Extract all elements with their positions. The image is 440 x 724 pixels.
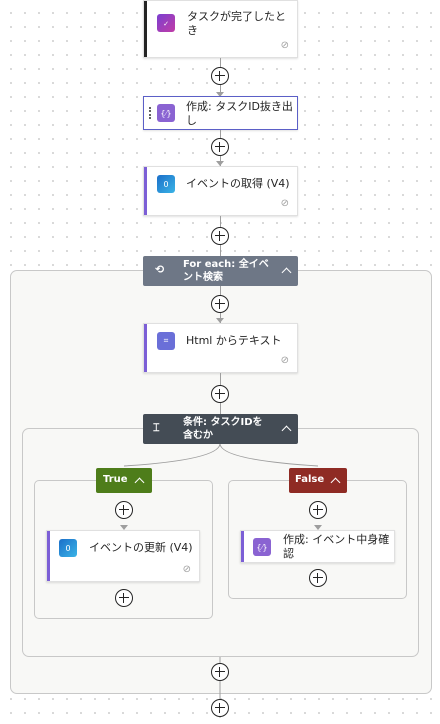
- compose-icon: {⁄}: [157, 104, 175, 122]
- compose-event-card[interactable]: {⁄} 作成: イベント中身確認: [240, 530, 395, 563]
- compose-event-title: 作成: イベント中身確認: [283, 533, 390, 560]
- chevron-up-icon[interactable]: [330, 477, 341, 488]
- trigger-card[interactable]: ✓ タスクが完了したとき ⊘: [143, 0, 298, 58]
- html-to-text-title: Html からテキスト: [186, 334, 282, 347]
- update-event-card[interactable]: O イベントの更新 (V4) ⊘: [46, 530, 200, 582]
- drag-handle-icon[interactable]: [149, 107, 154, 119]
- foreach-title: For each: 全イベント検索: [183, 259, 269, 283]
- add-step-button[interactable]: [211, 295, 229, 313]
- add-step-button[interactable]: [211, 385, 229, 403]
- add-step-button[interactable]: [211, 67, 229, 85]
- link-icon: ⊘: [182, 564, 191, 575]
- card-accent: [144, 324, 147, 372]
- link-icon: ⊘: [280, 355, 289, 366]
- add-step-button[interactable]: [211, 227, 229, 245]
- add-step-button[interactable]: [211, 663, 229, 681]
- planner-icon: ✓: [157, 14, 175, 32]
- get-event-card[interactable]: O イベントの取得 (V4) ⊘: [143, 166, 298, 216]
- add-step-button[interactable]: [211, 699, 229, 717]
- card-accent: [241, 531, 244, 562]
- add-step-button[interactable]: [115, 589, 133, 607]
- foreach-header[interactable]: ⟲ For each: 全イベント検索: [143, 256, 298, 286]
- chevron-up-icon[interactable]: [134, 477, 145, 488]
- update-event-title: イベントの更新 (V4): [89, 541, 193, 554]
- link-icon: ⊘: [280, 198, 289, 209]
- card-accent: [144, 1, 147, 57]
- add-step-button[interactable]: [309, 569, 327, 587]
- add-step-button[interactable]: [211, 138, 229, 156]
- condition-header[interactable]: ⌶ 条件: タスクIDを含むか: [143, 414, 298, 444]
- outlook-icon: O: [157, 175, 175, 193]
- compose-icon: {⁄}: [253, 538, 271, 556]
- true-branch-label: True: [103, 474, 128, 485]
- get-event-title: イベントの取得 (V4): [186, 177, 290, 190]
- compose-task-id-card[interactable]: {⁄} 作成: タスクID抜き出し: [143, 96, 298, 130]
- outlook-icon: O: [59, 539, 77, 557]
- html-icon: ⌗: [157, 332, 175, 350]
- trigger-title: タスクが完了したとき: [187, 10, 286, 37]
- compose-task-id-title: 作成: タスクID抜き出し: [186, 100, 293, 127]
- false-branch-label: False: [295, 474, 325, 485]
- card-accent: [47, 531, 50, 581]
- add-step-button[interactable]: [115, 501, 133, 519]
- html-to-text-card[interactable]: ⌗ Html からテキスト ⊘: [143, 323, 298, 373]
- false-branch-header[interactable]: False: [289, 468, 347, 493]
- condition-icon: ⌶: [153, 421, 160, 434]
- loop-icon: ⟲: [155, 263, 165, 276]
- link-icon: ⊘: [280, 40, 289, 51]
- condition-title: 条件: タスクIDを含むか: [183, 417, 263, 441]
- add-step-button[interactable]: [309, 501, 327, 519]
- card-accent: [144, 167, 147, 215]
- true-branch-header[interactable]: True: [96, 468, 152, 493]
